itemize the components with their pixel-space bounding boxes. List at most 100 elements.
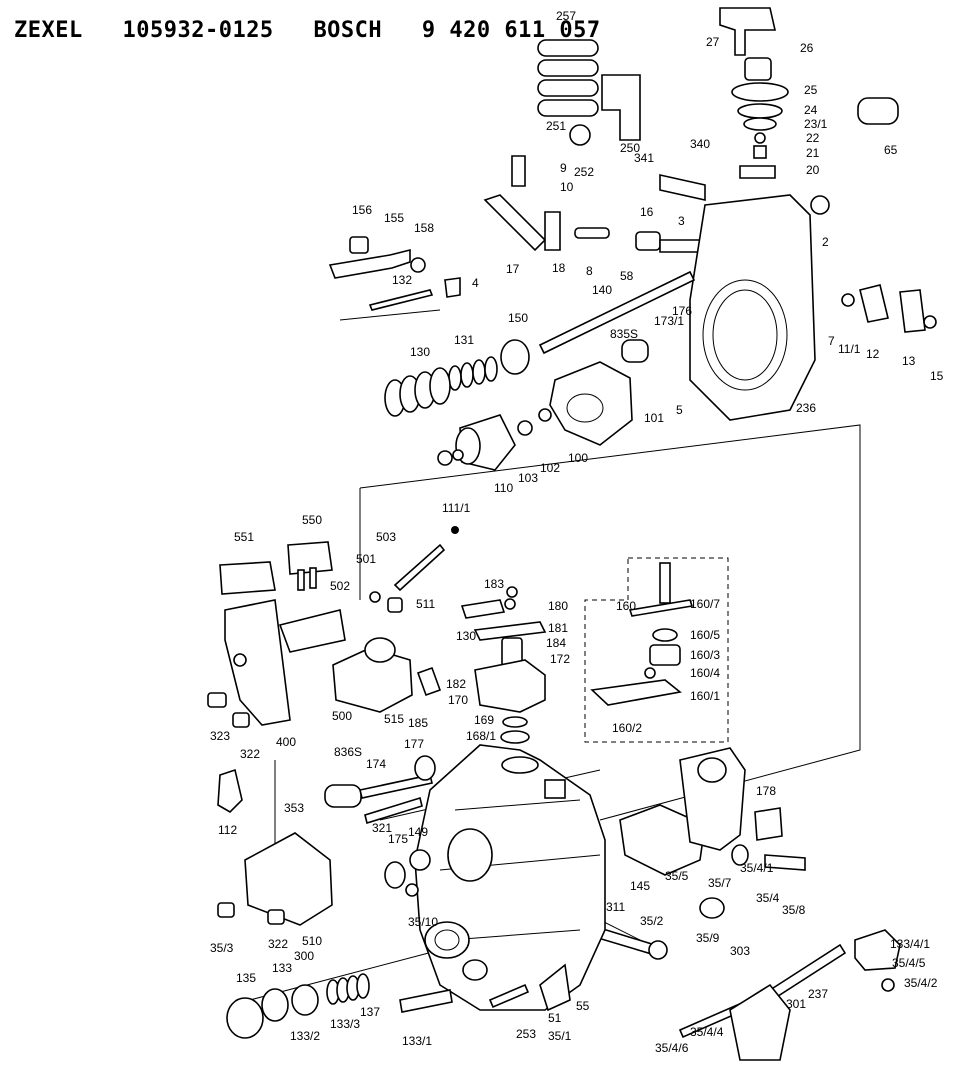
part-callout-label: 323 xyxy=(210,729,230,743)
part-callout-label: 169 xyxy=(474,713,494,727)
part-181-lever xyxy=(460,599,506,619)
exploded-view-artwork xyxy=(207,7,937,1061)
part-321-bracket xyxy=(244,832,333,926)
part-callout-label: 55 xyxy=(576,999,590,1013)
part-35-1-plate xyxy=(539,963,571,1012)
part-155-plate xyxy=(328,248,411,279)
part-callout-label: 51 xyxy=(548,1011,562,1025)
part-callout-label: 23/1 xyxy=(804,117,828,131)
part-callout-label: 133/4/1 xyxy=(890,937,930,951)
governor-cover-housing xyxy=(689,194,816,421)
part-callout-label: 18 xyxy=(552,261,566,275)
part-170-lever xyxy=(474,659,546,713)
part-callout-label: 35/2 xyxy=(640,914,664,928)
part-callout-label: 160/7 xyxy=(690,597,720,611)
part-2-plug xyxy=(810,195,830,215)
part-callout-label: 58 xyxy=(620,269,634,283)
part-311-washer xyxy=(405,883,419,897)
part-callout-label: 3 xyxy=(678,214,685,228)
part-140-shaft xyxy=(538,270,696,355)
part-250-bracket xyxy=(601,74,641,141)
part-112-nut xyxy=(754,807,783,841)
part-callout-label: 132 xyxy=(392,273,412,287)
bosch-part-number: 9 420 611 057 xyxy=(421,18,601,43)
part-65-sleeve xyxy=(857,97,899,125)
part-callout-label: 35/4/1 xyxy=(740,861,774,875)
part-callout-label: 135 xyxy=(236,971,256,985)
part-130-spring xyxy=(384,367,451,417)
part-callout-label: 26 xyxy=(800,41,814,55)
part-174-bolt xyxy=(359,774,433,799)
part-callout-label: 503 xyxy=(376,530,396,544)
part-17-lever xyxy=(483,194,547,252)
part-callout-label: 155 xyxy=(384,211,404,225)
part-35-10-bush xyxy=(699,897,725,919)
part-callout-label: 185 xyxy=(408,716,428,730)
part-callout-label: 102 xyxy=(540,461,560,475)
part-callout-label: 133 xyxy=(272,961,292,975)
part-160-5-ring xyxy=(652,628,678,642)
part-callout-label: 176 xyxy=(672,304,692,318)
part-callout-label: 133/3 xyxy=(330,1017,360,1031)
part-callout-label: 301 xyxy=(786,997,806,1011)
part-callout-label: 15 xyxy=(930,369,944,383)
part-callout-label: 303 xyxy=(730,944,750,958)
part-253-screw xyxy=(399,989,453,1013)
part-callout-label: 550 xyxy=(302,513,322,527)
part-callout-label: 17 xyxy=(506,262,520,276)
part-callout-label: 236 xyxy=(796,401,816,415)
part-callout-label: 110 xyxy=(494,481,513,495)
part-168-1-washer xyxy=(500,730,530,744)
part-185-clip xyxy=(416,666,442,697)
part-callout-label: 252 xyxy=(574,165,594,179)
part-149-oring xyxy=(384,861,406,889)
part-callout-label: 2 xyxy=(822,235,829,249)
part-callout-label: 20 xyxy=(806,163,820,177)
part-501-rod xyxy=(393,543,446,592)
part-callout-label: 160/3 xyxy=(690,648,720,662)
part-callout-label: 35/8 xyxy=(782,903,806,917)
part-177-cap xyxy=(414,755,436,781)
part-252-nut xyxy=(569,124,591,146)
zexel-part-number: 105932-0125 xyxy=(122,18,274,43)
part-3-bolt xyxy=(659,239,701,253)
part-callout-label: 35/9 xyxy=(696,931,720,945)
part-callout-label: 140 xyxy=(592,283,612,297)
part-callout-label: 836S xyxy=(334,745,362,759)
part-callout-label: 353 xyxy=(284,801,304,815)
part-35-4-1-plate xyxy=(679,747,746,851)
part-callout-label: 21 xyxy=(806,146,820,160)
part-11-1-washer xyxy=(841,293,855,307)
part-callout-label: 251 xyxy=(546,119,566,133)
part-callout-label: 27 xyxy=(706,35,720,49)
part-callout-label: 311 xyxy=(606,900,625,914)
part-callout-label: 257 xyxy=(556,9,576,23)
part-callout-label: 180 xyxy=(548,599,568,613)
part-callout-label: 35/4/2 xyxy=(904,976,938,990)
part-callout-label: 65 xyxy=(884,143,898,157)
part-callout-label: 250 xyxy=(620,141,640,155)
part-callout-label: 160/1 xyxy=(690,689,720,703)
part-158-nut xyxy=(410,257,426,273)
part-callout-label: 835S xyxy=(610,327,638,341)
part-callout-label: 35/5 xyxy=(665,869,689,883)
part-callout-label: 22 xyxy=(806,131,820,145)
part-callout-label: 158 xyxy=(414,221,434,235)
part-callout-label: 502 xyxy=(330,579,350,593)
part-13-plate xyxy=(899,289,926,333)
part-callout-label: 160 xyxy=(616,599,636,613)
part-551-solenoid xyxy=(219,561,276,595)
part-133-3-spring xyxy=(326,973,370,1005)
part-callout-label: 150 xyxy=(508,311,528,325)
part-callout-label: 137 xyxy=(360,1005,380,1019)
part-835s-plug xyxy=(621,339,649,363)
part-100-cam-body xyxy=(549,361,633,446)
part-callout-label: 133/1 xyxy=(402,1034,432,1048)
part-callout-label: 11/1 xyxy=(838,342,861,356)
part-callout-label: 5 xyxy=(676,403,683,417)
part-300-cap xyxy=(854,929,901,971)
part-callout-label: 341 xyxy=(634,151,654,165)
part-callout-label: 500 xyxy=(332,709,352,723)
part-callout-label: 501 xyxy=(356,552,376,566)
part-callout-label: 340 xyxy=(690,137,710,151)
